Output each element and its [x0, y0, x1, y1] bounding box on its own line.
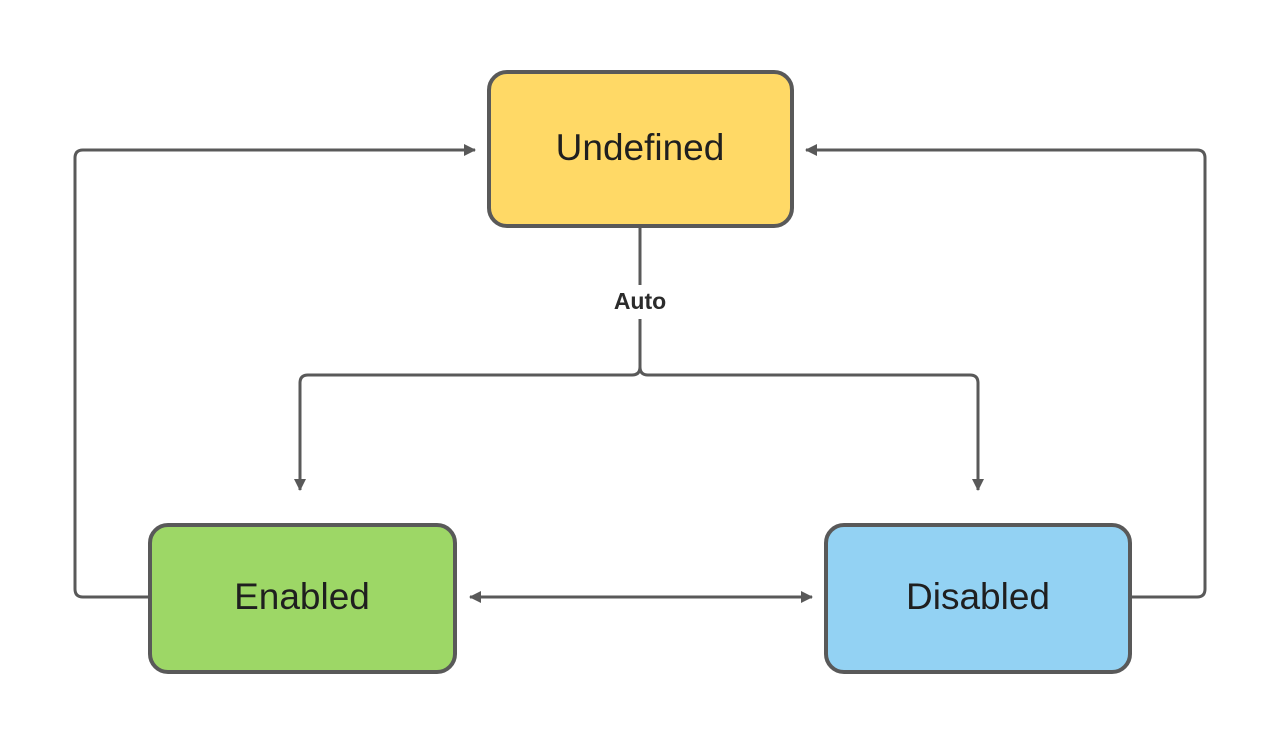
- node-box-undefined[interactable]: [487, 70, 794, 228]
- node-enabled[interactable]: Enabled: [148, 523, 457, 674]
- node-undefined[interactable]: Undefined: [487, 70, 794, 228]
- edge-disabled-undefined[interactable]: [805, 144, 1207, 599]
- edge-labels-layer: Auto: [606, 285, 674, 319]
- edge-label-group-auto-label: Auto: [606, 285, 674, 319]
- edge-undefined-auto-enabled[interactable]: [294, 226, 642, 491]
- edge-undefined-auto-disabled[interactable]: [638, 226, 984, 491]
- node-label-enabled: Enabled: [234, 576, 370, 617]
- node-disabled[interactable]: Disabled: [824, 523, 1132, 674]
- edges-layer: [73, 144, 1207, 603]
- edge-enabled-undefined[interactable]: [73, 144, 476, 599]
- node-box-disabled[interactable]: [824, 523, 1132, 674]
- edge-label-backdrop: [606, 285, 674, 319]
- node-box-enabled[interactable]: [148, 523, 457, 674]
- edge-label-auto-label: Auto: [614, 288, 666, 314]
- node-label-disabled: Disabled: [906, 576, 1050, 617]
- node-label-undefined: Undefined: [556, 127, 725, 168]
